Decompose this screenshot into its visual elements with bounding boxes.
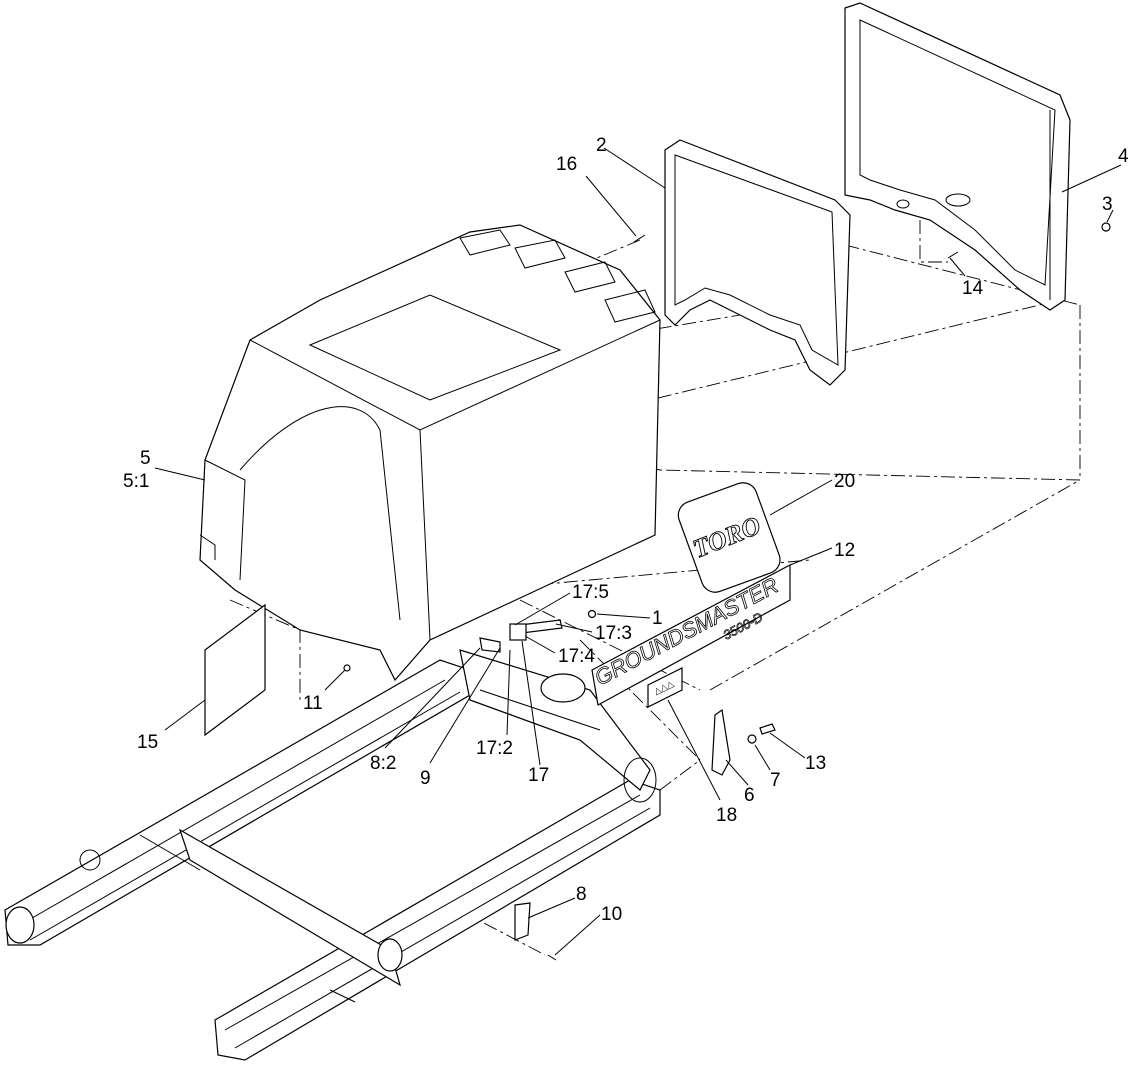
- callout-9: 9: [420, 768, 431, 789]
- shroud: [844, 2, 1071, 311]
- leader-lines: [154, 147, 1122, 956]
- callout-17-2: 17:2: [476, 738, 513, 759]
- hardware: [343, 222, 1111, 961]
- callout-3: 3: [1102, 194, 1113, 215]
- callout-17: 17: [528, 765, 549, 786]
- warning-decal-18: △△△: [647, 667, 683, 708]
- callout-5-1: 5:1: [123, 471, 149, 492]
- callout-17-5: 17:5: [572, 582, 609, 603]
- callout-13: 13: [805, 753, 826, 774]
- decal-15: [204, 603, 266, 737]
- callout-2: 2: [596, 135, 607, 156]
- hood: [199, 224, 661, 682]
- callout-15: 15: [137, 732, 158, 753]
- callout-17-3: 17:3: [595, 623, 632, 644]
- chassis-frame: [4, 649, 661, 1061]
- callout-18: 18: [716, 805, 737, 826]
- toro-decal: TORO: [677, 482, 781, 593]
- callout-5: 5: [140, 448, 151, 469]
- callout-8-2: 8:2: [370, 753, 396, 774]
- callout-17-4: 17:4: [558, 646, 595, 667]
- callout-11: 11: [303, 693, 323, 714]
- callout-6: 6: [744, 785, 755, 806]
- callout-8: 8: [576, 884, 587, 905]
- callout-4: 4: [1118, 146, 1129, 167]
- callout-14: 14: [962, 278, 984, 299]
- callout-20: 20: [834, 471, 855, 492]
- callout-labels: 2 16 4 3 14 5 5:1 20 12 17:5 1 17:3 17:4…: [123, 135, 1129, 925]
- seal-gasket: [664, 139, 851, 386]
- callout-12: 12: [834, 540, 855, 561]
- callout-16: 16: [556, 154, 577, 175]
- callout-10: 10: [601, 904, 622, 925]
- callout-1: 1: [652, 608, 663, 629]
- callout-7: 7: [770, 770, 781, 791]
